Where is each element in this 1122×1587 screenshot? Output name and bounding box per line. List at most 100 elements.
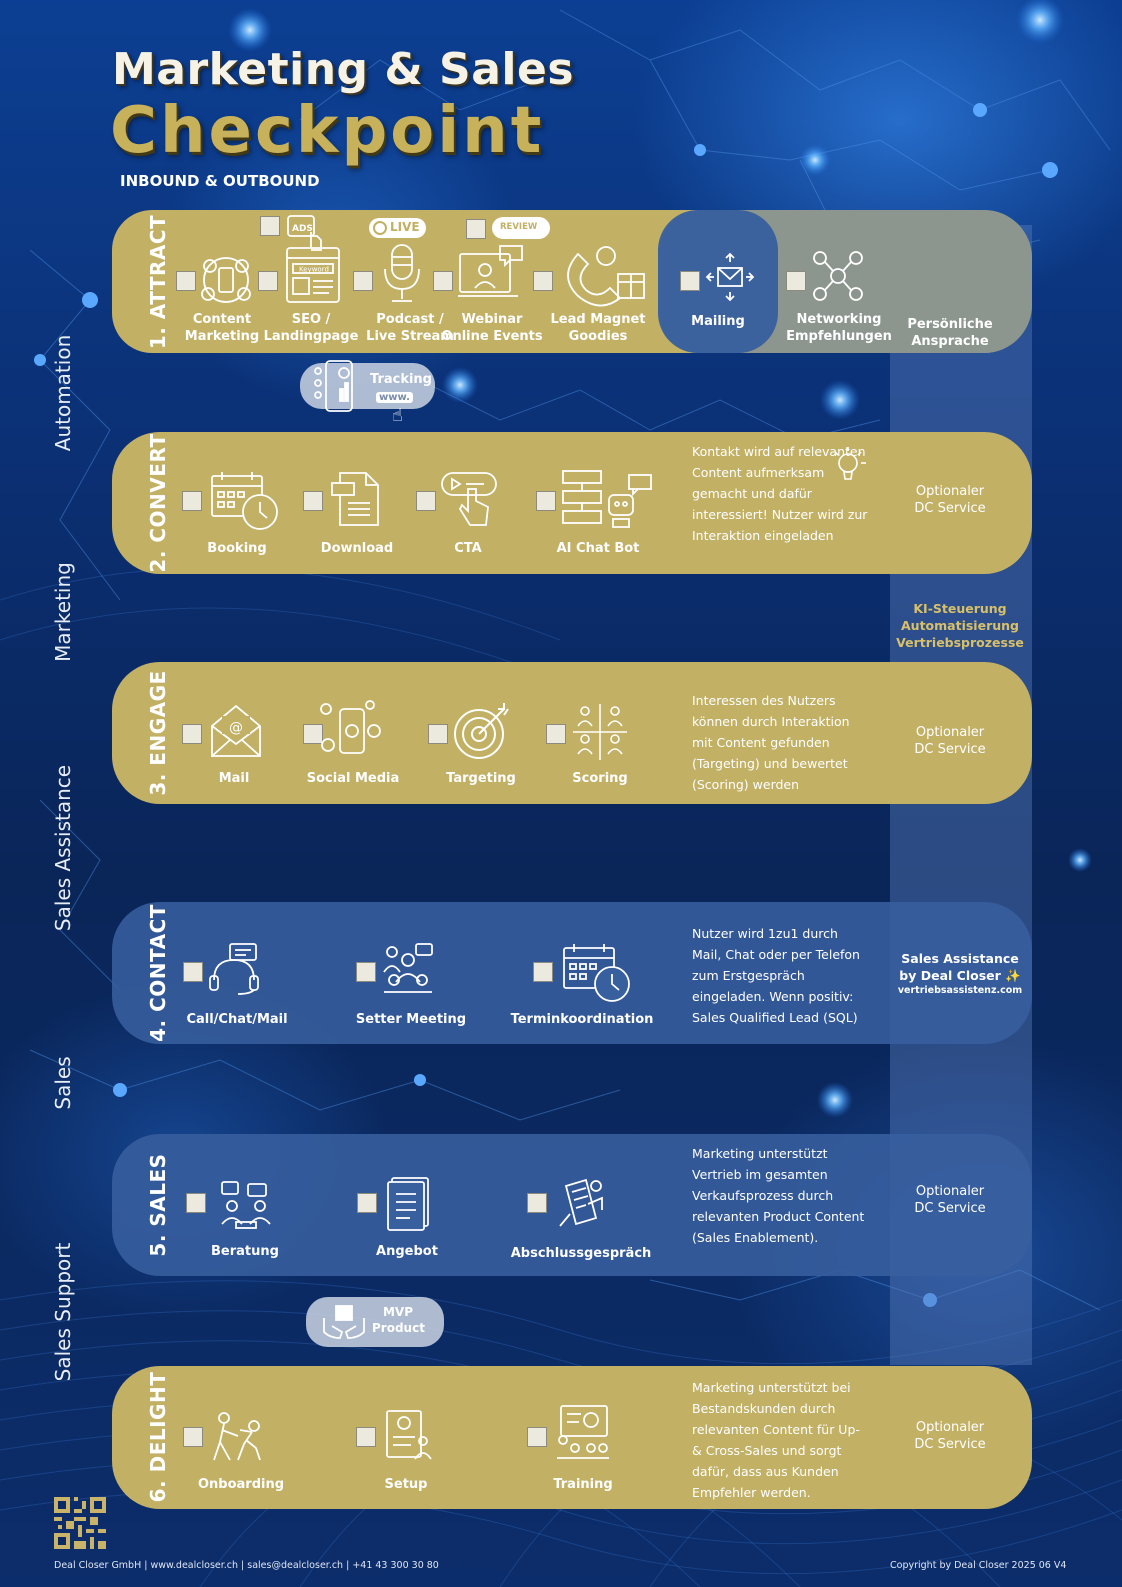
schedule-clock-icon xyxy=(562,942,632,1008)
checkbox-terminkoordination[interactable] xyxy=(533,962,553,982)
side-label-marketing: Marketing xyxy=(51,562,75,662)
tracking-label: Tracking xyxy=(370,372,432,387)
tracking-pill: Tracking www. ☝ xyxy=(300,360,435,426)
cta-click-icon xyxy=(440,469,498,533)
item-label-scoring: Scoring xyxy=(572,771,628,786)
item-label-setter-meeting: Setter Meeting xyxy=(355,1012,467,1027)
dc-url[interactable]: vertriebsassistenz.com xyxy=(897,985,1023,996)
item-label-terminkoordination: Terminkoordination xyxy=(510,1012,654,1027)
item-label-training: Training xyxy=(553,1477,613,1492)
play-icon xyxy=(373,221,387,235)
mvp-label: MVP Product xyxy=(372,1304,425,1336)
checkbox-networking[interactable] xyxy=(786,271,806,291)
chat-bot-icon xyxy=(561,469,653,533)
microphone-icon xyxy=(380,243,424,309)
side-label-automation: Automation xyxy=(51,334,75,452)
delight-description: Marketing unterstützt bei Bestandskunden… xyxy=(692,1380,860,1500)
sales-description: Marketing unterstützt Vertrieb im gesamt… xyxy=(692,1146,865,1245)
checkbox-lead-magnet[interactable] xyxy=(533,271,553,291)
checkbox-content-marketing[interactable] xyxy=(176,271,196,291)
hands-box-icon xyxy=(322,1304,366,1344)
qr-code[interactable] xyxy=(54,1497,106,1553)
item-label-targeting: Targeting xyxy=(446,771,516,786)
checkbox-training[interactable] xyxy=(527,1427,547,1447)
checkbox-seo[interactable] xyxy=(258,271,278,291)
network-people-icon xyxy=(812,250,864,306)
checkbox-mailing[interactable] xyxy=(680,271,700,291)
webinar-icon xyxy=(458,244,524,306)
side-label-sales-support: Sales Support xyxy=(51,1242,75,1382)
item-label-abschlussgespraech: Abschlussgespräch xyxy=(510,1246,652,1261)
item-label-mailing: Mailing xyxy=(691,314,745,329)
ki-line-3: Vertriebsprozesse xyxy=(896,635,1024,650)
offer-document-icon xyxy=(386,1176,432,1236)
checkbox-booking[interactable] xyxy=(182,491,202,511)
checkbox-setter-meeting[interactable] xyxy=(356,962,376,982)
checkbox-abschlussgespraech[interactable] xyxy=(527,1193,547,1213)
checkbox-webinar[interactable] xyxy=(433,271,453,291)
mvp-line-1: MVP xyxy=(382,1305,414,1319)
ki-line-1: KI-Steuerung xyxy=(913,601,1007,616)
ads-icon: ADS xyxy=(287,214,327,258)
sales-assistance-badge: Sales Assistance by Deal Closer ✨ vertri… xyxy=(898,950,1022,998)
training-presentation-icon xyxy=(555,1404,611,1464)
svg-text:ADS: ADS xyxy=(292,224,313,234)
mvp-product-pill: MVP Product xyxy=(306,1297,444,1347)
checkbox-ads[interactable] xyxy=(260,216,280,236)
stage-contact-row xyxy=(112,902,1032,1044)
checkbox-mail[interactable] xyxy=(182,724,202,744)
social-media-icon xyxy=(320,699,384,761)
target-icon xyxy=(452,703,510,765)
checkbox-review[interactable] xyxy=(466,219,486,239)
stage-delight-row xyxy=(112,1366,1032,1509)
item-label-call-chat-mail: Call/Chat/Mail xyxy=(186,1012,288,1027)
checkbox-setup[interactable] xyxy=(356,1427,376,1447)
seo-landingpage-icon: Keyword xyxy=(285,246,341,308)
checkbox-ai-chat-bot[interactable] xyxy=(536,491,556,511)
engage-description: Interessen des Nutzers können durch Inte… xyxy=(692,693,850,792)
footer-copyright: Copyright by Deal Closer 2025 06 V4 xyxy=(890,1560,1067,1571)
magnet-gift-icon xyxy=(560,244,646,307)
pdf-document-icon xyxy=(330,471,380,531)
svg-text:@: @ xyxy=(229,720,243,736)
svg-text:Keyword: Keyword xyxy=(299,266,329,274)
checkbox-targeting[interactable] xyxy=(428,724,448,744)
live-badge-label: LIVE xyxy=(390,220,420,234)
checkbox-scoring[interactable] xyxy=(546,724,566,744)
page-subtitle: INBOUND & OUTBOUND xyxy=(120,172,320,190)
checkbox-beratung[interactable] xyxy=(186,1193,206,1213)
checkbox-angebot[interactable] xyxy=(357,1193,377,1213)
setup-clipboard-icon xyxy=(385,1405,433,1465)
checkbox-social-media[interactable] xyxy=(303,724,323,744)
mail-distribution-icon xyxy=(705,252,755,306)
onboarding-help-icon xyxy=(210,1410,270,1468)
lightbulb-icon xyxy=(833,443,871,487)
live-badge: LIVE xyxy=(369,218,426,238)
checkbox-podcast[interactable] xyxy=(353,271,373,291)
item-label-beratung: Beratung xyxy=(211,1244,279,1259)
stage-engage-row xyxy=(112,662,1032,804)
item-label-onboarding: Onboarding xyxy=(197,1477,285,1492)
dc-line-2: by Deal Closer ✨ xyxy=(899,968,1021,983)
checkbox-call-chat-mail[interactable] xyxy=(183,962,203,982)
consulting-icon xyxy=(220,1180,272,1234)
mvp-line-2: Product xyxy=(372,1321,425,1335)
meeting-group-icon xyxy=(382,942,434,998)
checkbox-onboarding[interactable] xyxy=(183,1427,203,1447)
scoring-people-icon xyxy=(573,704,627,764)
contract-signing-icon xyxy=(556,1176,606,1234)
checkbox-download[interactable] xyxy=(303,491,323,511)
envelope-at-icon: @ xyxy=(210,702,262,762)
pointer-icon: ☝ xyxy=(392,405,403,426)
item-label-seo-landingpage: SEO /Landingpage xyxy=(263,312,359,344)
calendar-clock-icon xyxy=(210,470,280,536)
checkbox-cta[interactable] xyxy=(416,491,436,511)
